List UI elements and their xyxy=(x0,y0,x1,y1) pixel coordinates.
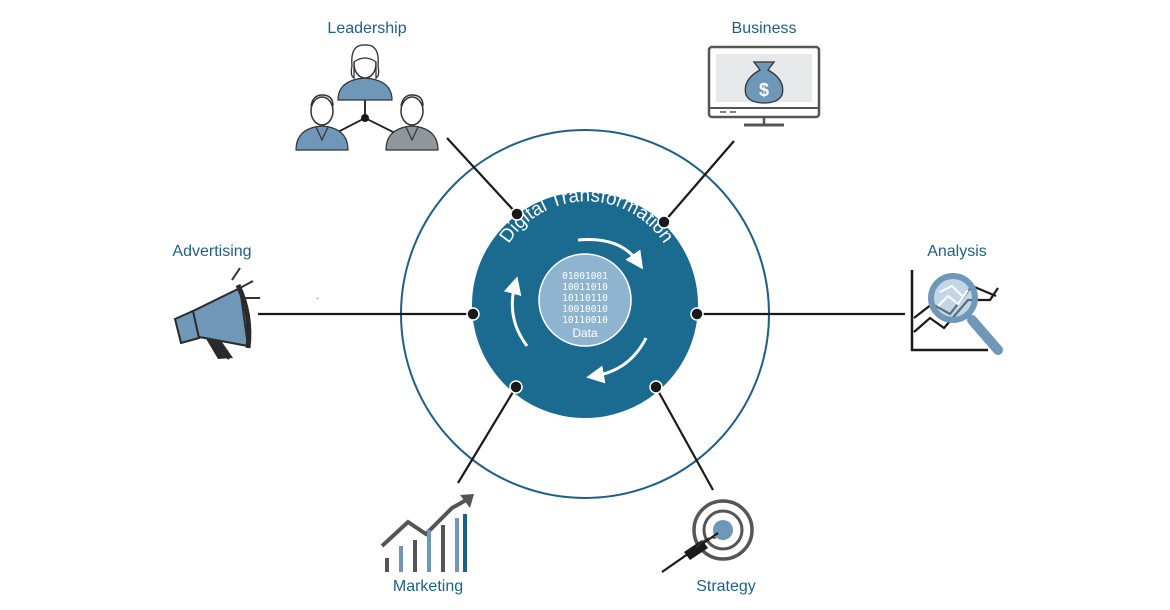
binary-line: 10110110 xyxy=(562,293,608,304)
label-marketing: Marketing xyxy=(392,578,464,595)
binary-line: 10010010 xyxy=(562,304,608,315)
dot-leadership xyxy=(510,207,524,221)
dot-analysis xyxy=(690,307,704,321)
megaphone-icon xyxy=(173,267,260,360)
core-label: Data xyxy=(572,326,598,340)
connector-business xyxy=(663,140,735,223)
dot-business xyxy=(657,215,671,229)
connectors xyxy=(258,137,905,491)
binary-line: 10110010 xyxy=(562,315,608,326)
connection-dots xyxy=(466,207,704,394)
money-bag-monitor-icon: $ xyxy=(707,45,821,127)
label-strategy: Strategy xyxy=(696,578,756,595)
dot-advertising xyxy=(466,307,480,321)
label-advertising: Advertising xyxy=(172,243,252,260)
label-leadership: Leadership xyxy=(327,20,407,37)
arrow-left xyxy=(503,276,529,347)
growth-bar-chart-icon xyxy=(380,494,474,572)
connector-marketing xyxy=(457,386,517,484)
data-core xyxy=(538,253,632,347)
binary-block: 01001001 10011010 10110110 10010010 1011… xyxy=(562,271,608,326)
binary-line: 01001001 xyxy=(562,271,608,282)
people-network-icon xyxy=(295,44,439,151)
binary-line: 10011010 xyxy=(562,282,608,293)
svg-text:$: $ xyxy=(759,80,769,100)
cycle-arrows xyxy=(503,237,648,384)
connector-leadership xyxy=(446,137,518,215)
dot-strategy xyxy=(649,380,663,394)
magnifier-chart-icon xyxy=(910,270,1003,355)
label-analysis: Analysis xyxy=(927,243,987,260)
target-dart-icon xyxy=(661,499,754,573)
connector-strategy xyxy=(655,386,714,491)
stray-mark xyxy=(316,297,319,300)
label-business: Business xyxy=(731,20,797,37)
arrow-top xyxy=(577,237,644,270)
dot-marketing xyxy=(509,380,523,394)
arrow-bottom xyxy=(586,337,648,384)
